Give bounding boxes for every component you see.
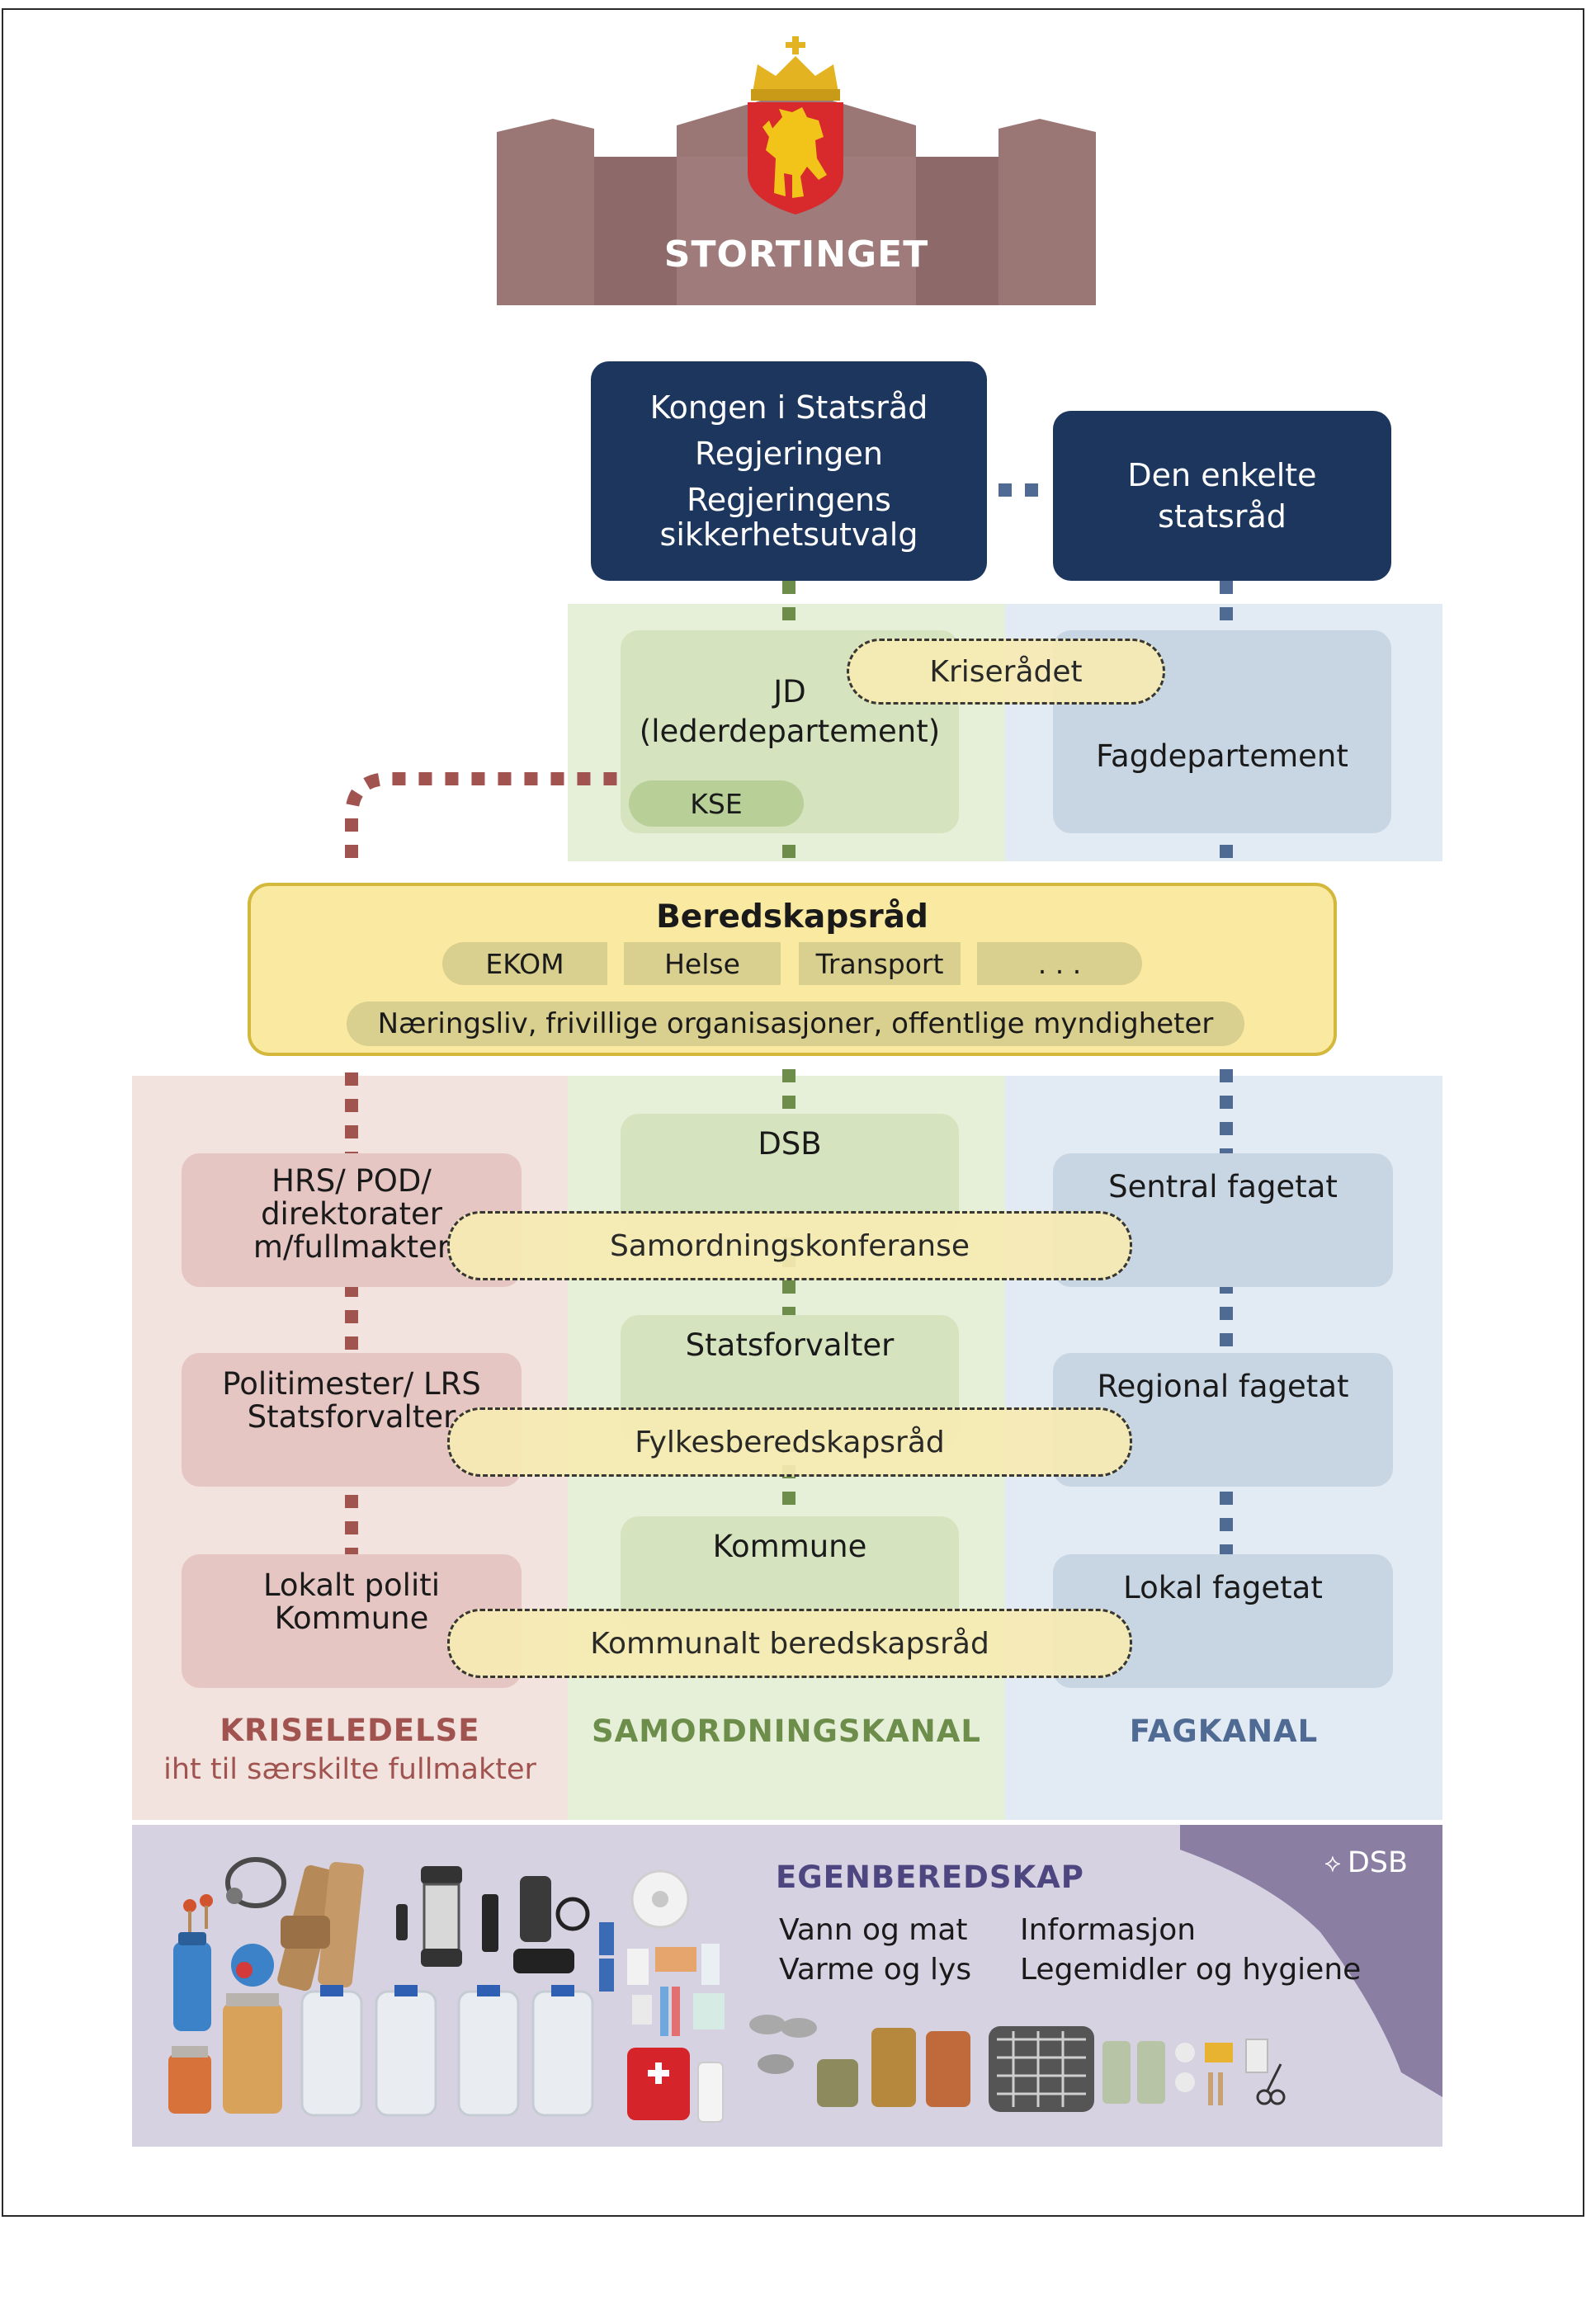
fagkanal-title: FAGKANAL [1129,1713,1319,1749]
beredskapsrad-box: Beredskapsråd EKOM Helse Transport . . .… [248,883,1337,1056]
sector-helse-label: Helse [664,947,740,980]
beredskapsrad-title: Beredskapsråd [656,898,928,936]
kriseradet-label: Kriserådet [929,654,1083,689]
egen-item-informasjon: Informasjon [1020,1913,1197,1947]
dsb-label: DSB [758,1126,822,1162]
hrs-line-2: direktorater [261,1196,442,1232]
gov-line-king: Kongen i Statsråd [649,389,928,426]
statsforvalter-label: Statsforvalter [685,1327,895,1363]
dsb-corner-shape [1180,1825,1442,2097]
jd-title: JD [773,674,806,709]
members-pill: Næringsliv, frivillige organisasjoner, o… [347,1002,1244,1046]
egen-item-legemidler: Legemidler og hygiene [1020,1953,1362,1987]
kse-label: KSE [690,787,743,820]
kriseledelse-subtitle: iht til særskilte fullmakter [163,1752,536,1786]
politimester-line-2: Statsforvalter [247,1399,456,1435]
lokalt-politi-line-1: Lokalt politi [262,1567,441,1603]
samordning-title: SAMORDNINGSKANAL [592,1713,981,1749]
gov-line-regjeringen: Regjeringen [695,436,883,472]
lokal-fagetat-label: Lokal fagetat [1123,1570,1323,1605]
members-label: Næringsliv, frivillige organisasjoner, o… [377,1007,1214,1040]
government-box: Kongen i Statsråd Regjeringen Regjeringe… [591,361,987,581]
lokalt-politi-line-2: Kommune [274,1600,429,1636]
hrs-line-3: m/fullmakter [253,1229,451,1265]
regional-fagetat-label: Regional fagetat [1097,1369,1349,1404]
gov-line-sikkerhetsutvalg: sikkerhetsutvalg [659,516,918,553]
samordningskonferanse-label: Samordningskonferanse [609,1228,970,1263]
sector-more-label: . . . [1037,947,1082,980]
gov-line-regjeringens: Regjeringens [687,482,891,518]
dsb-logo-icon: ⟡ [1324,1848,1341,1878]
sector-ekom: EKOM [442,942,607,985]
kommunalt-beredskapsrad-pill: Kommunalt beredskapsråd [447,1609,1132,1678]
egen-item-varme: Varme og lys [779,1953,972,1987]
page-frame [2,8,1584,2217]
statsrad-line-2: statsråd [1158,498,1286,535]
dsb-brand-label: DSB [1347,1846,1409,1879]
kommunalt-beredskapsrad-label: Kommunalt beredskapsråd [590,1626,989,1661]
hrs-line-1: HRS/ POD/ [271,1163,432,1199]
sector-transport-label: Transport [815,947,944,980]
politimester-line-1: Politimester/ LRS [222,1366,481,1402]
jd-subtitle: (lederdepartement) [639,714,941,749]
sector-ekom-label: EKOM [485,947,564,980]
sentral-fagetat-label: Sentral fagetat [1108,1169,1338,1204]
egenberedskap-title: EGENBEREDSKAP [776,1860,1084,1895]
fylkesberedskapsrad-pill: Fylkesberedskapsråd [447,1407,1132,1477]
egenberedskap-panel: ⟡ DSB EGENBEREDSKAP Vann og mat Varme og… [132,1825,1442,2147]
egen-item-vann: Vann og mat [779,1913,968,1947]
norwegian-coat-of-arms-icon [748,36,843,214]
sector-helse: Helse [624,942,781,985]
stortinget-label: STORTINGET [663,233,929,276]
fylkesberedskapsrad-label: Fylkesberedskapsråd [635,1425,945,1459]
fagkanal-heading: FAGKANAL [1005,1708,1442,1754]
sector-more: . . . [977,942,1142,985]
statsrad-line-1: Den enkelte [1127,457,1317,493]
kse-badge: KSE [629,780,804,827]
kriseledelse-title: KRISELEDELSE [220,1712,480,1748]
kommune-label: Kommune [712,1529,867,1564]
sector-transport: Transport [799,942,961,985]
kriseledelse-heading: KRISELEDELSE iht til særskilte fullmakte… [132,1708,568,1790]
supplies-illustration-icon [168,1857,1286,2123]
fagdepartement-label: Fagdepartement [1096,738,1348,774]
samordning-heading: SAMORDNINGSKANAL [568,1708,1005,1754]
statsrad-box: Den enkelte statsråd [1053,411,1391,581]
kriseradet-pill: Kriserådet [847,639,1165,705]
samordningskonferanse-pill: Samordningskonferanse [447,1211,1132,1280]
